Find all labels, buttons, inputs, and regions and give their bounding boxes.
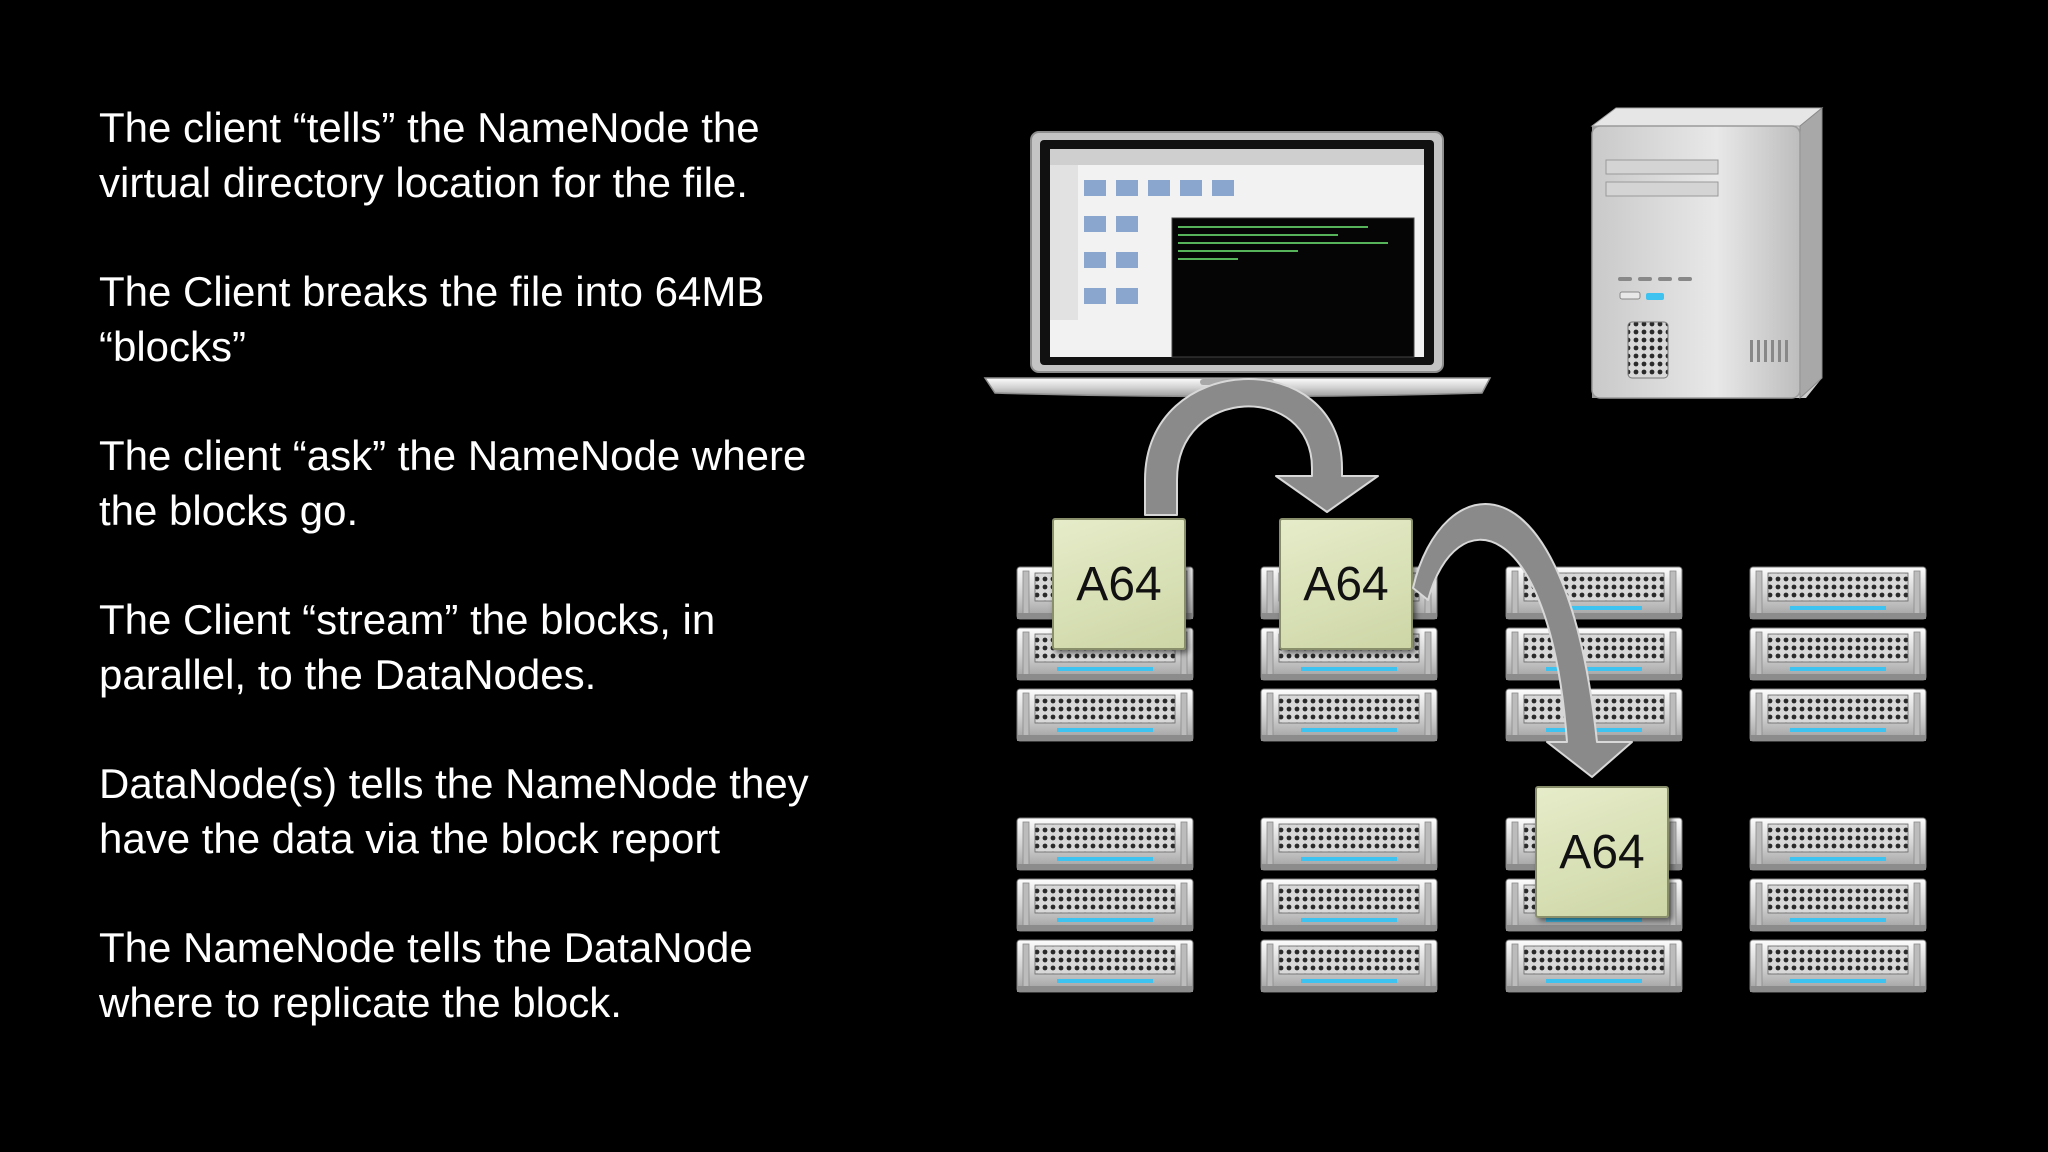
stream-arrow — [1144, 378, 1379, 516]
data-block: A64 — [1535, 786, 1669, 918]
replicate-arrow — [1412, 502, 1633, 778]
data-block: A64 — [1279, 518, 1413, 650]
tower-server-icon — [1590, 106, 1824, 400]
laptop-icon — [983, 131, 1492, 398]
step-item: The Client breaks the file into 64MB“blo… — [99, 268, 765, 370]
data-block: A64 — [1052, 518, 1186, 650]
